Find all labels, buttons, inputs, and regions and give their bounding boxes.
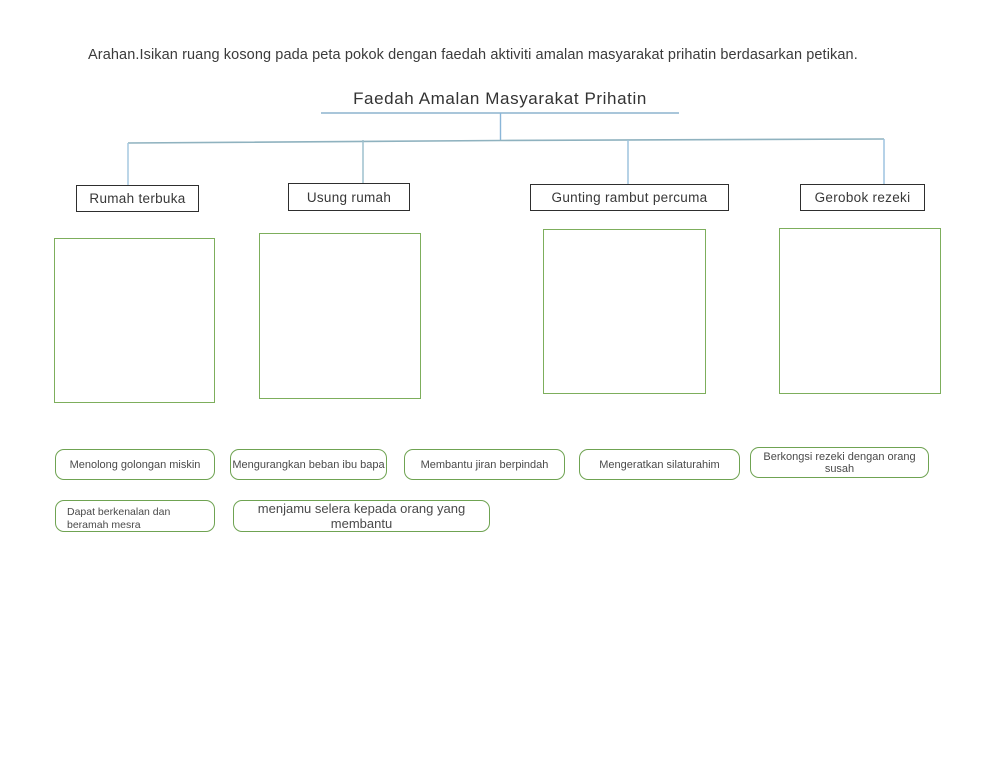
- drop-zone-gunting-rambut-percuma[interactable]: [543, 229, 706, 394]
- answer-chip-label: Dapat berkenalan dan beramah mesra: [67, 506, 171, 531]
- answer-chip-label: Menolong golongan miskin: [69, 458, 201, 471]
- answer-chip-label: Berkongsi rezeki dengan orang susah: [763, 450, 916, 475]
- answer-chip-label: Mengurangkan beban ibu bapa: [232, 458, 385, 471]
- instruction-text: Arahan.Isikan ruang kosong pada peta pok…: [88, 47, 858, 63]
- branch-label-rumah-terbuka: Rumah terbuka: [76, 185, 199, 212]
- answer-chip-dapat-berkenalan[interactable]: Dapat berkenalan dan beramah mesra: [55, 500, 215, 532]
- page-title: Faedah Amalan Masyarakat Prihatin: [321, 89, 679, 114]
- answer-chip-membantu-jiran-berpindah[interactable]: Membantu jiran berpindah: [404, 449, 565, 480]
- answer-chip-mengurangkan-beban-ibu-bapa[interactable]: Mengurangkan beban ibu bapa: [230, 449, 387, 480]
- branch-label-gerobok-rezeki: Gerobok rezeki: [800, 184, 925, 211]
- branch-label-gunting-rambut-percuma: Gunting rambut percuma: [530, 184, 729, 211]
- answer-chip-label: Mengeratkan silaturahim: [599, 458, 720, 471]
- answer-chip-berkongsi-rezeki[interactable]: Berkongsi rezeki dengan orang susah: [750, 447, 929, 478]
- page-title-text: Faedah Amalan Masyarakat Prihatin: [353, 89, 647, 108]
- answer-chip-menjamu-selera[interactable]: menjamu selera kepada orang yang membant…: [233, 500, 490, 532]
- answer-chip-label: Membantu jiran berpindah: [420, 458, 549, 471]
- answer-chip-label: menjamu selera kepada orang yang membant…: [257, 501, 466, 531]
- branch-label-usung-rumah: Usung rumah: [288, 183, 410, 211]
- drop-zone-usung-rumah[interactable]: [259, 233, 421, 399]
- answer-chip-mengeratkan-silaturahim[interactable]: Mengeratkan silaturahim: [579, 449, 740, 480]
- drop-zone-rumah-terbuka[interactable]: [54, 238, 215, 403]
- answer-chip-menolong-golongan-miskin[interactable]: Menolong golongan miskin: [55, 449, 215, 480]
- drop-zone-gerobok-rezeki[interactable]: [779, 228, 941, 394]
